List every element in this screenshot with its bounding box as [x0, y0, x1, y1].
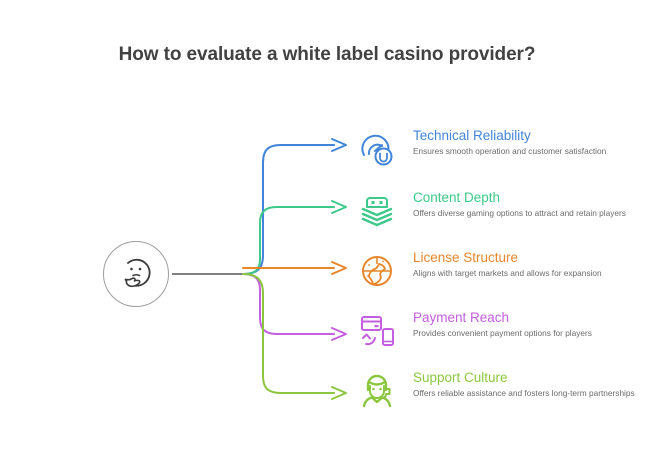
- branch-item-technical-reliability[interactable]: Technical Reliability Ensures smooth ope…: [356, 127, 646, 183]
- branch-description: Ensures smooth operation and customer sa…: [413, 146, 607, 156]
- globe-icon: [356, 249, 398, 293]
- card-phone-payment-icon: [356, 309, 398, 353]
- arrowhead-support-culture: [331, 386, 347, 400]
- connector-support-culture: [242, 273, 335, 394]
- branch-heading: Content Depth: [413, 190, 501, 205]
- branch-heading: License Structure: [413, 250, 519, 265]
- branch-text-support-culture: Support Culture Offers reliable assistan…: [413, 369, 645, 399]
- arrowhead-payment-reach: [331, 327, 347, 341]
- headset-agent-icon: [356, 369, 398, 413]
- speedometer-gauge-icon: [356, 127, 398, 171]
- page-title: How to evaluate a white label casino pro…: [118, 44, 536, 65]
- arrowhead-license-structure: [331, 261, 347, 275]
- connector-payment-reach: [242, 273, 335, 335]
- branch-description: Offers reliable assistance and fosters l…: [413, 388, 635, 398]
- branch-text-content-depth: Content Depth Offers diverse gaming opti…: [413, 189, 645, 219]
- hub-node[interactable]: [103, 241, 169, 307]
- branch-item-payment-reach[interactable]: Payment Reach Provides convenient paymen…: [356, 309, 646, 365]
- branch-item-support-culture[interactable]: Support Culture Offers reliable assistan…: [356, 369, 646, 425]
- branch-heading: Technical Reliability: [413, 128, 531, 143]
- branch-item-license-structure[interactable]: License Structure Aligns with target mar…: [356, 249, 646, 305]
- branch-description: Provides convenient payment options for …: [413, 328, 592, 338]
- arrowhead-technical-reliability: [331, 138, 347, 152]
- branch-item-content-depth[interactable]: Content Depth Offers diverse gaming opti…: [356, 189, 646, 245]
- branch-description: Aligns with target markets and allows fo…: [413, 268, 602, 278]
- branch-text-license-structure: License Structure Aligns with target mar…: [413, 249, 645, 279]
- branch-text-technical-reliability: Technical Reliability Ensures smooth ope…: [413, 127, 645, 157]
- branch-heading: Payment Reach: [413, 310, 510, 325]
- gamepad-layers-icon: [356, 189, 398, 233]
- connector-content-depth: [242, 206, 335, 275]
- arrowhead-content-depth: [331, 200, 347, 214]
- branch-text-payment-reach: Payment Reach Provides convenient paymen…: [413, 309, 645, 339]
- branch-heading: Support Culture: [413, 370, 508, 385]
- thinking-face-icon: [124, 258, 151, 288]
- connector-technical-reliability: [242, 144, 335, 275]
- branch-description: Offers diverse gaming options to attract…: [413, 208, 626, 218]
